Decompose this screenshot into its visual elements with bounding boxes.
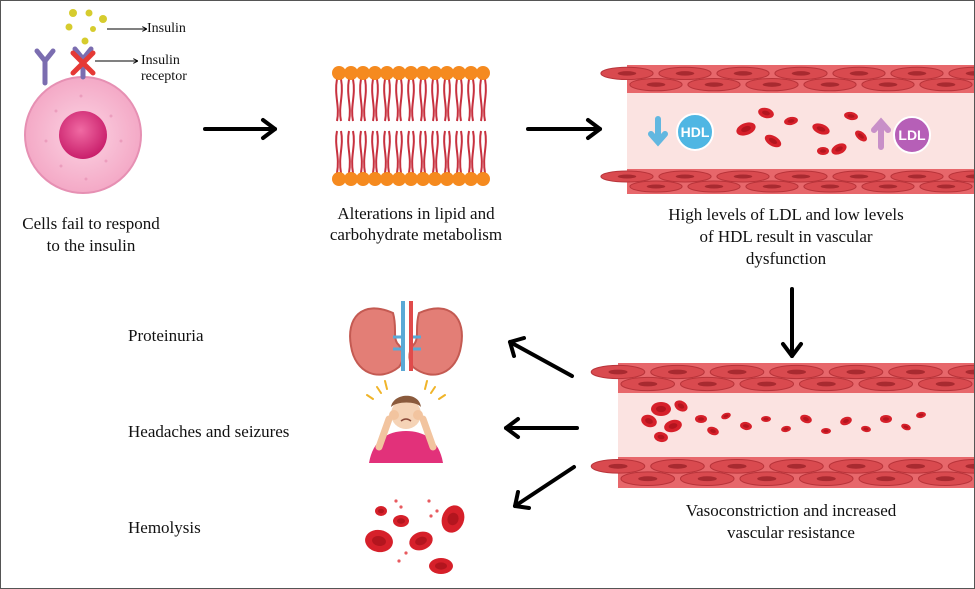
ldl-hdl-caption-line3: dysfunction	[745, 249, 827, 268]
proteinuria-label: Proteinuria	[128, 326, 204, 345]
cell-illustration	[24, 9, 146, 194]
alterations-caption-line1: Alterations in lipid and	[337, 204, 495, 223]
lipid-bilayer-illustration	[332, 66, 490, 186]
ldl-hdl-caption-line2: of HDL result in vascular	[699, 227, 873, 246]
alterations-caption-line2: carbohydrate metabolism	[329, 225, 503, 244]
insulin-receptor-label-line2: receptor	[141, 69, 187, 84]
hdl-badge-group: HDL	[648, 113, 714, 151]
arrow-to-headaches	[504, 417, 579, 439]
insulin-receptor-label-line1: Insulin	[141, 53, 180, 68]
arrow-cell-to-lipid	[203, 118, 277, 140]
ldl-badge-group: LDL	[871, 116, 931, 154]
cells-fail-caption-line1: Cells fail to respond	[22, 214, 160, 233]
cells-fail-caption-line2: to the insulin	[46, 236, 136, 255]
arrow-to-hemolysis	[513, 465, 576, 510]
ldl-hdl-caption-line1: High levels of LDL and low levels	[668, 205, 904, 224]
ldl-badge-text: LDL	[898, 127, 926, 143]
hdl-badge-text: HDL	[681, 124, 710, 140]
headache-person-icon	[366, 380, 446, 463]
constricted-blood-vessel	[590, 363, 974, 488]
blocked-receptor-icon	[70, 46, 96, 80]
hdl-badge	[676, 113, 714, 151]
kidney-icon	[349, 301, 463, 376]
insulin-receptor-icon	[34, 48, 56, 86]
arrow-up-icon	[871, 117, 891, 150]
vaso-caption-line2: vascular resistance	[727, 523, 855, 542]
cell-nucleus	[59, 111, 107, 159]
arrow-to-proteinuria	[508, 336, 574, 378]
arrow-down-icon	[648, 116, 668, 147]
vaso-caption-line1: Vasoconstriction and increased	[685, 501, 897, 520]
insulin-dots-icon	[65, 9, 107, 45]
ldl-badge	[893, 116, 931, 154]
headaches-label: Headaches and seizures	[128, 422, 290, 441]
arrow-lipid-to-vessel	[526, 118, 602, 140]
arrow-vessel-down	[781, 287, 803, 358]
hemolysis-label: Hemolysis	[128, 518, 201, 537]
insulin-label: Insulin	[147, 21, 186, 36]
hemolysis-rbc-icon	[365, 499, 465, 574]
